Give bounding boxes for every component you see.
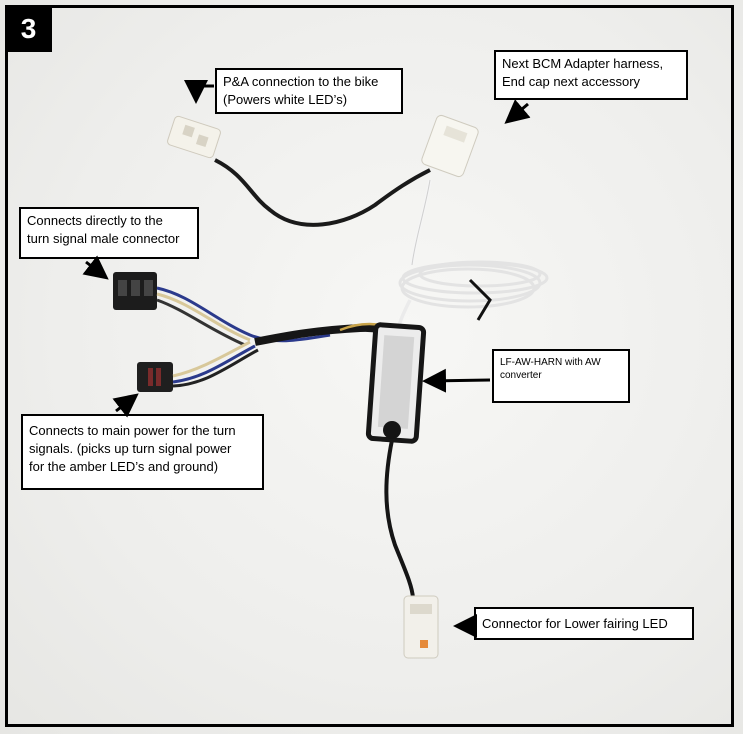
arrow-icon: [184, 80, 214, 104]
arrow-icon: [422, 368, 491, 393]
callout-lf-aw-harn: LF-AW-HARN with AW converter: [492, 349, 630, 403]
zip-tie: [468, 278, 492, 321]
main-power-connector: [137, 362, 173, 392]
callout-text: P&A connection to the bike: [223, 74, 379, 89]
arrow-icon: [112, 393, 139, 418]
callout-text: turn signal male connector: [27, 231, 180, 246]
bcm-connector: [421, 114, 479, 178]
callout-text: Connects directly to the: [27, 213, 163, 228]
lower-wire: [384, 439, 415, 599]
callout-next-bcm: Next BCM Adapter harness, End cap next a…: [494, 50, 688, 100]
white-cable-coil: [398, 260, 549, 309]
arrow-icon: [504, 99, 531, 124]
turn-signal-connector: [113, 272, 157, 310]
callout-text: End cap next accessory: [502, 74, 641, 89]
aw-converter: [365, 322, 427, 444]
callout-lower-fairing: Connector for Lower fairing LED: [474, 607, 694, 640]
callout-text: converter: [500, 370, 542, 381]
callout-text: LF-AW-HARN with AW: [500, 357, 601, 368]
callout-text: for the amber LED’s and ground): [29, 459, 219, 474]
black-wire: [214, 158, 431, 227]
lower-fairing-connector: [403, 595, 439, 659]
arrow-icon: [82, 255, 109, 280]
pa-connector: [167, 115, 221, 159]
callout-text: Connector for Lower fairing LED: [482, 616, 668, 631]
callout-turn-signal-male: Connects directly to the turn signal mal…: [19, 207, 199, 259]
signal-wires: [156, 286, 331, 388]
image-frame: [5, 5, 734, 727]
callout-pa-connection: P&A connection to the bike (Powers white…: [215, 68, 403, 114]
callout-text: signals. (picks up turn signal power: [29, 441, 232, 456]
step-number-badge: 3: [5, 5, 52, 52]
callout-text: Connects to main power for the turn: [29, 423, 236, 438]
callout-text: Next BCM Adapter harness,: [502, 56, 664, 71]
callout-text: (Powers white LED’s): [223, 92, 348, 107]
callout-main-power: Connects to main power for the turn sign…: [21, 414, 264, 490]
